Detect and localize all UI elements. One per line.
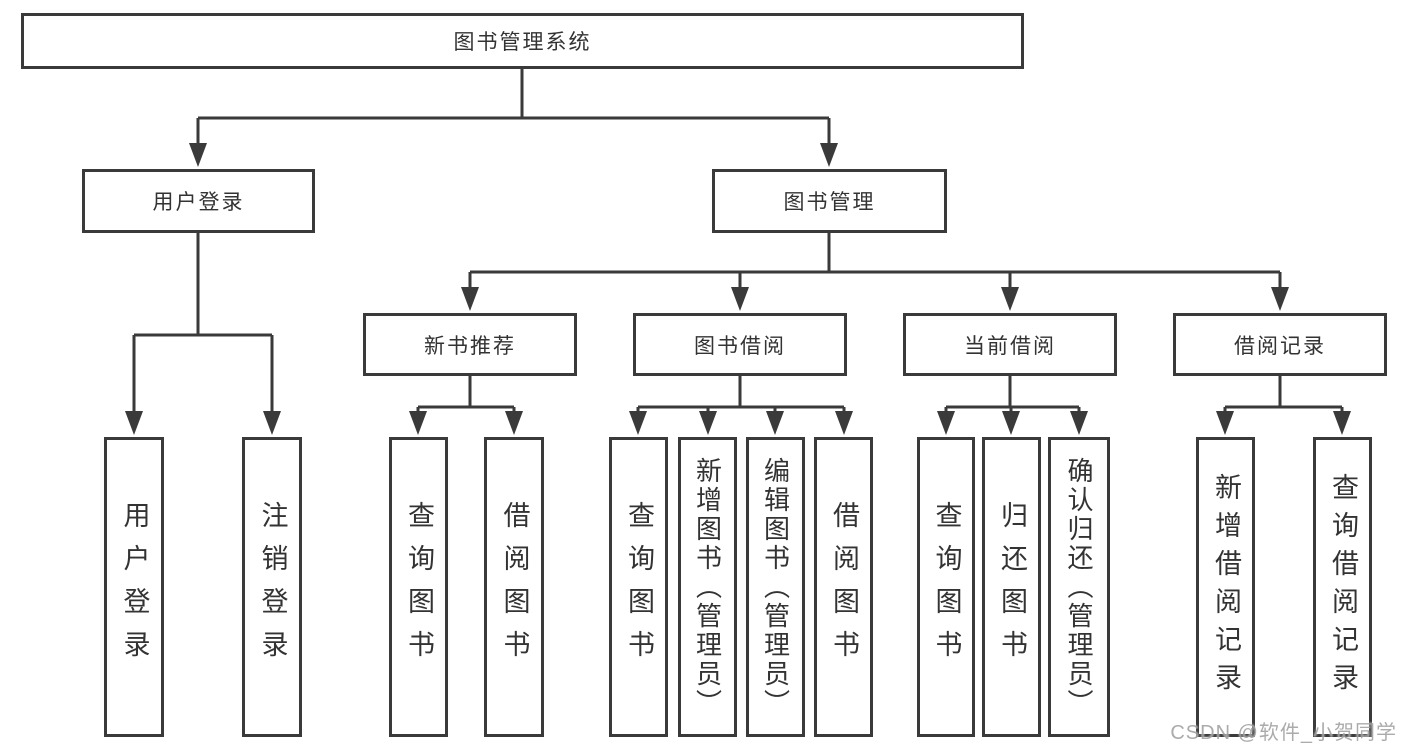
leaf-query-books-recommend-label: 查询图书 xyxy=(404,501,434,673)
leaf-borrow-books-label: 借阅图书 xyxy=(829,501,859,673)
leaf-add-book-admin: 新增图书（管理员） xyxy=(678,437,737,737)
leaf-user-login-label: 用户登录 xyxy=(119,501,150,673)
leaf-borrow-books: 借阅图书 xyxy=(814,437,873,737)
leaf-query-borrow-record-label: 查询借阅记录 xyxy=(1328,473,1358,701)
node-current-borrowing: 当前借阅 xyxy=(903,313,1117,376)
node-borrow-records: 借阅记录 xyxy=(1173,313,1387,376)
leaf-query-books-current-label: 查询图书 xyxy=(931,501,962,673)
leaf-query-books-borrow: 查询图书 xyxy=(609,437,668,737)
leaf-add-borrow-record-label: 新增借阅记录 xyxy=(1211,473,1241,701)
leaf-user-login: 用户登录 xyxy=(104,437,164,737)
leaf-add-borrow-record: 新增借阅记录 xyxy=(1196,437,1255,737)
leaf-query-books-current: 查询图书 xyxy=(917,437,975,737)
leaf-return-book-label: 归还图书 xyxy=(997,501,1027,673)
node-root: 图书管理系统 xyxy=(21,13,1024,69)
leaf-borrow-books-recommend: 借阅图书 xyxy=(484,437,544,737)
leaf-confirm-return-admin-label: 确认归还（管理员） xyxy=(1064,456,1094,718)
leaf-edit-book-admin-label: 编辑图书（管理员） xyxy=(760,456,791,718)
node-book-management-label: 图书管理 xyxy=(783,191,876,214)
node-book-management: 图书管理 xyxy=(712,169,947,233)
leaf-edit-book-admin: 编辑图书（管理员） xyxy=(746,437,805,737)
leaf-borrow-books-recommend-label: 借阅图书 xyxy=(499,501,530,673)
leaf-logout: 注销登录 xyxy=(242,437,302,737)
node-new-book-recommend-label: 新书推荐 xyxy=(424,334,516,358)
node-user-login: 用户登录 xyxy=(82,169,315,233)
leaf-logout-label: 注销登录 xyxy=(257,501,288,673)
leaf-query-books-borrow-label: 查询图书 xyxy=(624,501,654,673)
node-current-borrowing-label: 当前借阅 xyxy=(964,334,1056,358)
leaf-query-borrow-record: 查询借阅记录 xyxy=(1313,437,1372,737)
watermark: CSDN @软件_小贺同学 xyxy=(1170,722,1397,744)
node-borrow-records-label: 借阅记录 xyxy=(1234,334,1326,358)
node-book-borrowing-label: 图书借阅 xyxy=(694,334,786,358)
leaf-query-books-recommend: 查询图书 xyxy=(389,437,448,737)
node-new-book-recommend: 新书推荐 xyxy=(363,313,577,376)
node-book-borrowing: 图书借阅 xyxy=(633,313,847,376)
leaf-confirm-return-admin: 确认归还（管理员） xyxy=(1048,437,1110,737)
node-user-login-label: 用户登录 xyxy=(152,191,245,214)
leaf-return-book: 归还图书 xyxy=(982,437,1041,737)
leaf-add-book-admin-label: 新增图书（管理员） xyxy=(692,456,723,718)
node-root-label: 图书管理系统 xyxy=(453,31,592,54)
